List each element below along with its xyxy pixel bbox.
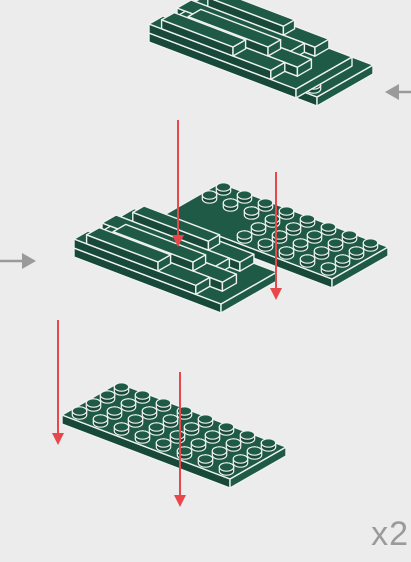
stud-top bbox=[135, 431, 149, 439]
stud-top bbox=[244, 207, 258, 215]
stud-top bbox=[279, 247, 293, 255]
stud-top bbox=[226, 439, 240, 447]
stud-top bbox=[156, 399, 170, 407]
stud-top bbox=[184, 423, 198, 431]
stud-top bbox=[128, 415, 142, 423]
stud-top bbox=[233, 455, 247, 463]
stud-top bbox=[342, 231, 356, 239]
stud-top bbox=[307, 231, 321, 239]
stud-top bbox=[293, 239, 307, 247]
top-plate-assembly bbox=[149, 0, 373, 106]
red-down-arrow-icon bbox=[52, 433, 64, 445]
stud-top bbox=[237, 231, 251, 239]
stud-top bbox=[240, 431, 254, 439]
stud-top bbox=[156, 439, 170, 447]
stud-top bbox=[272, 231, 286, 239]
stud-top bbox=[212, 447, 226, 455]
stud-top bbox=[251, 223, 265, 231]
stud-top bbox=[219, 423, 233, 431]
stud-top bbox=[163, 415, 177, 423]
stud-top bbox=[198, 415, 212, 423]
stud-top bbox=[202, 191, 216, 199]
stud-top bbox=[363, 239, 377, 247]
stud-top bbox=[107, 407, 121, 415]
stud-top bbox=[100, 391, 114, 399]
stud-top bbox=[86, 399, 100, 407]
stud-top bbox=[279, 207, 293, 215]
stud-top bbox=[286, 223, 300, 231]
stud-top bbox=[261, 439, 275, 447]
stud-top bbox=[223, 199, 237, 207]
stud-top bbox=[72, 407, 86, 415]
stud-top bbox=[205, 431, 219, 439]
stud-top bbox=[237, 191, 251, 199]
stud-top bbox=[219, 463, 233, 471]
stud-top bbox=[114, 383, 128, 391]
bottom-plate-assembly bbox=[62, 383, 286, 488]
stud-top bbox=[191, 439, 205, 447]
stud-top bbox=[135, 391, 149, 399]
gray-pointer-arrow-icon bbox=[385, 84, 399, 100]
red-down-arrow-icon bbox=[270, 288, 282, 300]
stud-top bbox=[300, 255, 314, 263]
stud-top bbox=[265, 215, 279, 223]
stud-top bbox=[149, 423, 163, 431]
stud-top bbox=[121, 399, 135, 407]
stud-top bbox=[142, 407, 156, 415]
stud-top bbox=[335, 255, 349, 263]
stud-top bbox=[300, 215, 314, 223]
stud-top bbox=[258, 239, 272, 247]
stud-top bbox=[170, 431, 184, 439]
stud-top bbox=[321, 263, 335, 271]
stud-top bbox=[93, 415, 107, 423]
middle-plate-assembly bbox=[74, 183, 388, 313]
red-down-arrow-icon bbox=[174, 495, 186, 507]
gray-pointer-arrow-icon bbox=[22, 253, 36, 269]
stud-top bbox=[247, 447, 261, 455]
quantity-multiplier: x2 bbox=[371, 515, 409, 554]
stud-top bbox=[349, 247, 363, 255]
stud-top bbox=[328, 239, 342, 247]
stud-top bbox=[198, 455, 212, 463]
stud-top bbox=[114, 423, 128, 431]
stud-top bbox=[216, 183, 230, 191]
stud-top bbox=[321, 223, 335, 231]
stud-top bbox=[314, 247, 328, 255]
stud-top bbox=[258, 199, 272, 207]
